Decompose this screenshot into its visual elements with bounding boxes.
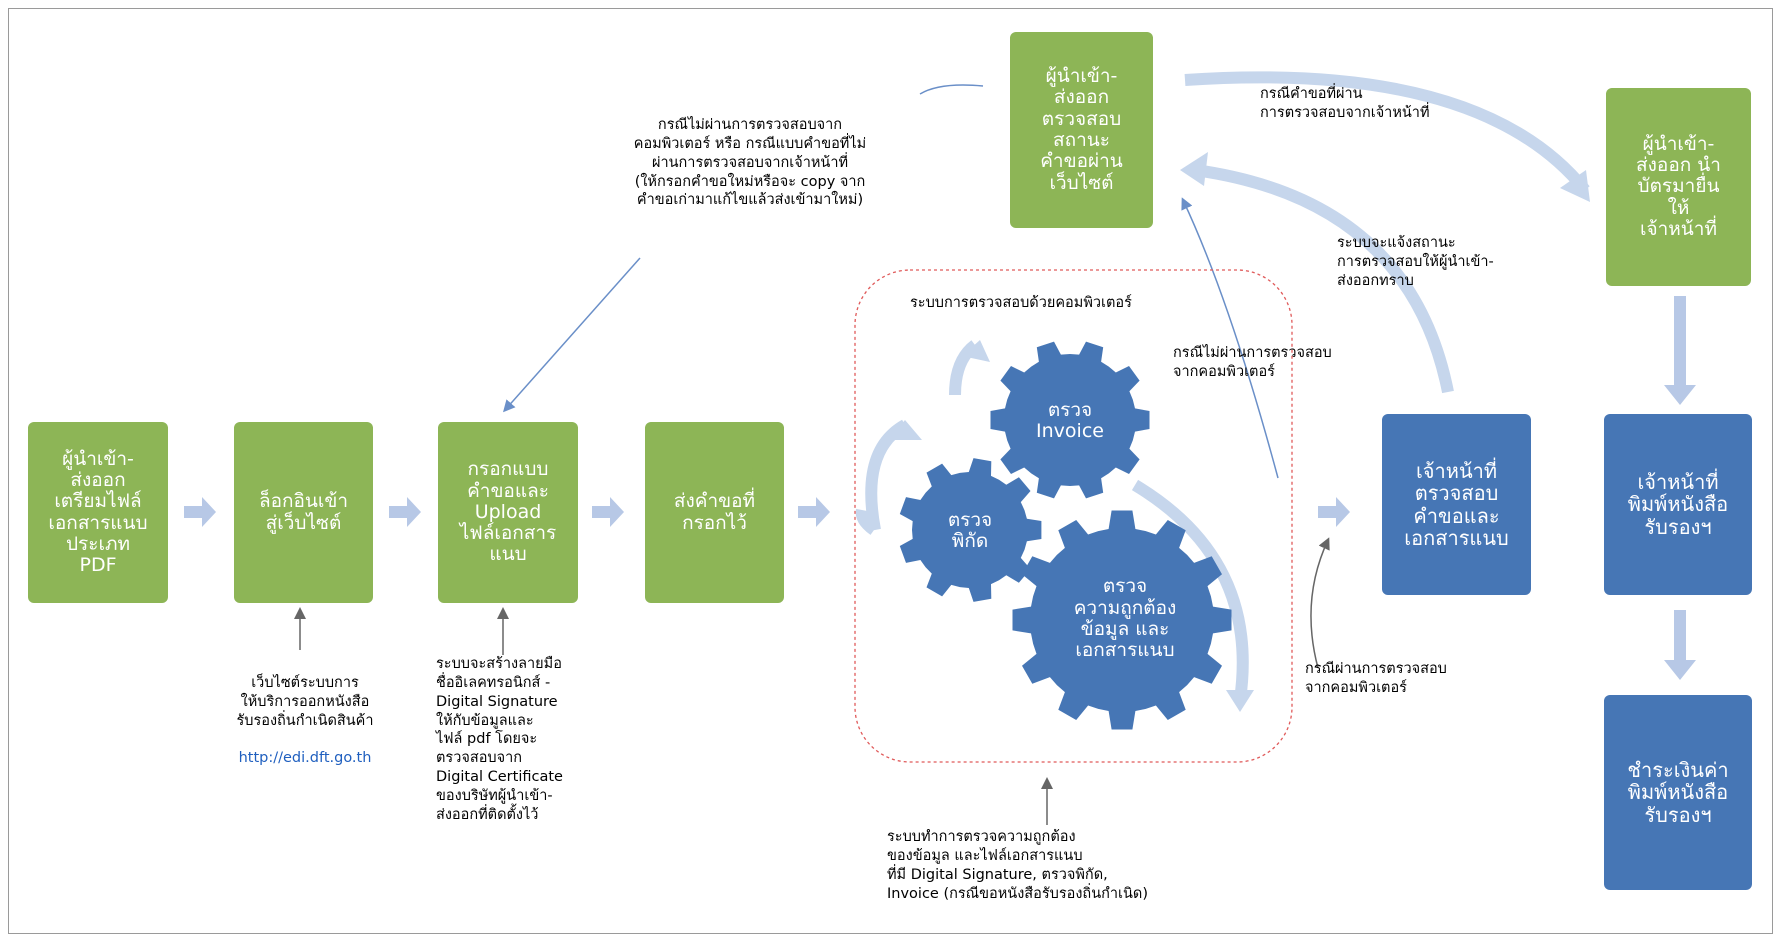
gear-accuracy-icon: [1012, 510, 1232, 730]
pointer-pass-computer: [1310, 537, 1330, 669]
connector-fail-computer: [1181, 197, 1279, 479]
curved-arrows: [865, 71, 1590, 701]
pointer-lines: [294, 537, 1330, 825]
gear-tariff-shape: [899, 458, 1042, 602]
box-submit: ส่งคำขอที่ กรอกไว้: [645, 422, 784, 603]
note-notify: ระบบจะแจ้งสถานะ การตรวจสอบให้ผู้นำเข้า- …: [1337, 235, 1494, 289]
box-fill-upload: กรอกแบบ คำขอและ Upload ไฟล์เอกสาร แนบ: [438, 422, 578, 603]
gear-accuracy-label: ตรวจ ความถูกต้อง ข้อมูล และ เอกสารแนบ: [1073, 575, 1177, 662]
curved-arrowheads: [888, 152, 1590, 712]
arrow-status-to-bring: [1184, 71, 1590, 194]
arrow-submit-check: [798, 497, 830, 527]
box-check-status: ผู้นำเข้า- ส่งออก ตรวจสอบ สถานะ คำขอผ่าน…: [1010, 32, 1153, 228]
gear-invoice-shape: [990, 341, 1150, 499]
box-login: ล็อกอินเข้า สู่เว็บไซต์: [234, 422, 373, 603]
connector-status-left: [919, 84, 984, 95]
note-website: เว็บไซต์ระบบการ ให้บริการออกหนังสือ รับร…: [200, 655, 410, 768]
gears: [899, 341, 1232, 730]
website-link[interactable]: http://edi.dft.go.th: [238, 750, 372, 767]
gear-invoice-icon: [990, 341, 1150, 499]
note-fail-case: กรณีไม่ผ่านการตรวจสอบจาก คอมพิวเตอร์ หรื…: [633, 117, 867, 209]
box-bring-card: ผู้นำเข้า- ส่งออก นำ บัตรมายื่น ให้ เจ้า…: [1606, 88, 1751, 286]
gear-cycle-right: [1131, 479, 1249, 701]
arrow-print-pay: [1664, 610, 1696, 680]
arrow-prepare-login: [184, 497, 216, 527]
arrow-fill-submit: [592, 497, 624, 527]
arrow-login-fill: [389, 497, 421, 527]
note-fail-computer: กรณีไม่ผ่านการตรวจสอบ จากคอมพิวเตอร์: [1173, 345, 1332, 380]
arrow-bring-print: [1664, 296, 1696, 405]
connector-fail-to-fill: [503, 257, 641, 413]
note-pass-officer: กรณีคำขอที่ผ่าน การตรวจสอบจากเจ้าหน้าที่: [1260, 86, 1430, 121]
thin-connectors: [503, 84, 1279, 479]
arrow-officer-to-status: [1194, 164, 1454, 394]
arrow-check-officer: [1318, 497, 1350, 527]
gear-tariff-label: ตรวจ พิกัด: [947, 508, 993, 552]
gear-cycle-left: [865, 419, 909, 532]
gear-invoice-label: ตรวจ Invoice: [1036, 398, 1104, 442]
flow-arrows: [184, 296, 1696, 680]
computer-check-region: [854, 269, 1293, 763]
note-signature: ระบบจะสร้างลายมือ ชื่ออิเลคทรอนิกส์ - Di…: [436, 656, 563, 823]
box-officer-print: เจ้าหน้าที่ พิมพ์หนังสือ รับรองฯ: [1604, 414, 1752, 595]
note-website-text: เว็บไซต์ระบบการ ให้บริการออกหนังสือ รับร…: [236, 674, 374, 729]
note-system-check-desc: ระบบทำการตรวจความถูกต้อง ของข้อมูล และไฟ…: [887, 829, 1148, 902]
gear-accuracy-shape: [1012, 510, 1232, 730]
note-system-check-title: ระบบการตรวจสอบด้วยคอมพิวเตอร์: [910, 295, 1132, 311]
gear-tariff-icon: [899, 458, 1042, 602]
box-prepare-files: ผู้นำเข้า- ส่งออก เตรียมไฟล์ เอกสารแนบ ป…: [28, 422, 168, 603]
note-pass-computer: กรณีผ่านการตรวจสอบ จากคอมพิวเตอร์: [1305, 661, 1447, 696]
box-pay: ชำระเงินค่า พิมพ์หนังสือ รับรองฯ: [1604, 695, 1752, 890]
box-officer-check: เจ้าหน้าที่ ตรวจสอบ คำขอและ เอกสารแนบ: [1382, 414, 1531, 595]
